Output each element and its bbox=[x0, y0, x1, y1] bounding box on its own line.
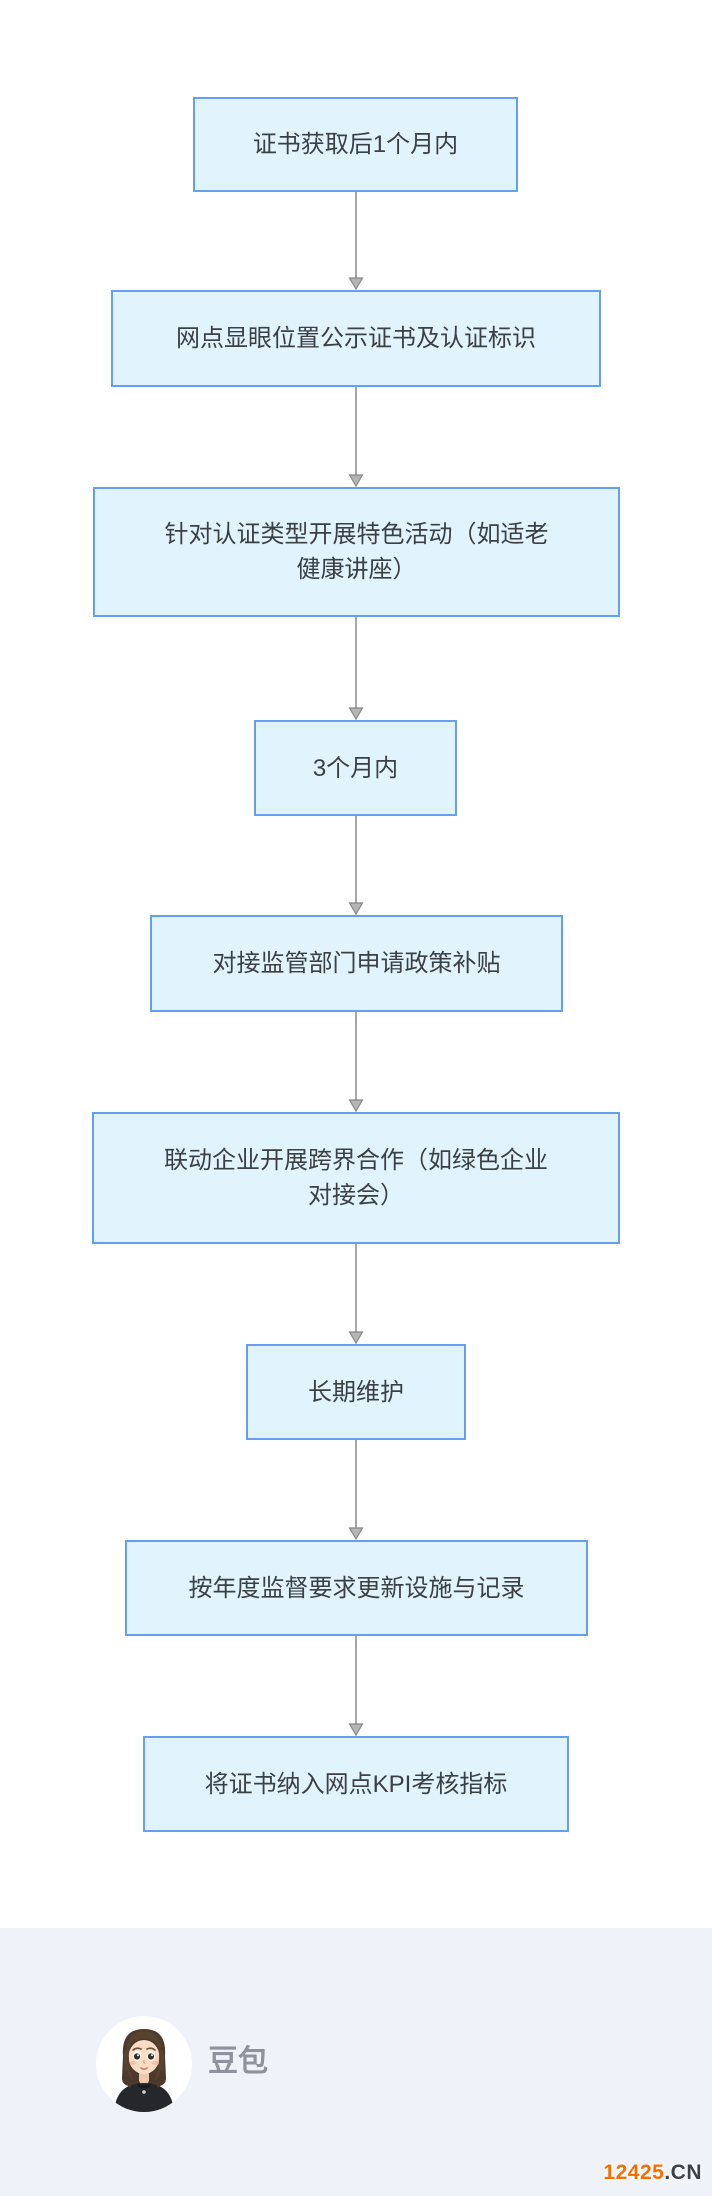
assistant-avatar bbox=[96, 2016, 192, 2112]
assistant-name: 豆包 bbox=[208, 2045, 268, 2078]
flow-node-label: 对接会） bbox=[308, 1182, 404, 1209]
flow-node-label: 证书获取后1个月内 bbox=[252, 131, 459, 158]
flow-node-label: 联动企业开展跨界合作（如绿色企业 bbox=[164, 1147, 548, 1174]
flow-node-5: 对接监管部门申请政策补贴 bbox=[150, 915, 563, 1012]
doubao-girl-avatar-icon bbox=[114, 2029, 174, 2112]
flow-node-label: 长期维护 bbox=[308, 1378, 404, 1406]
arrow-head-icon bbox=[348, 1099, 364, 1112]
watermark: 12425.CN bbox=[603, 2161, 702, 2185]
arrow-shaft bbox=[355, 387, 357, 477]
flow-node-7: 长期维护 bbox=[246, 1344, 466, 1440]
flow-node-label: 健康讲座） bbox=[296, 556, 417, 583]
arrow-head-icon bbox=[348, 1527, 364, 1540]
watermark-suffix: .CN bbox=[664, 2161, 702, 2184]
arrow-head-icon bbox=[348, 902, 364, 915]
arrow-head-icon bbox=[348, 1331, 364, 1344]
arrow-shaft bbox=[355, 192, 357, 280]
flow-arrow bbox=[347, 1244, 365, 1344]
flow-node-label: 针对认证类型开展特色活动（如适老 bbox=[164, 521, 549, 548]
arrow-head-icon bbox=[348, 474, 364, 487]
flow-arrow bbox=[347, 192, 365, 290]
arrow-shaft bbox=[355, 1440, 357, 1530]
flow-arrow bbox=[347, 1636, 365, 1736]
flow-arrow bbox=[347, 1012, 365, 1112]
flow-node-4: 3个月内 bbox=[254, 720, 457, 816]
flow-node-label: 3个月内 bbox=[312, 754, 399, 782]
flow-arrow bbox=[347, 816, 365, 915]
arrow-head-icon bbox=[348, 1723, 364, 1736]
arrow-head-icon bbox=[348, 707, 364, 720]
flow-node-6: 联动企业开展跨界合作（如绿色企业 对接会） bbox=[92, 1112, 620, 1244]
arrow-shaft bbox=[355, 816, 357, 905]
flow-node-label: 对接监管部门申请政策补贴 bbox=[212, 950, 501, 977]
flow-node-1: 证书获取后1个月内 bbox=[193, 97, 518, 192]
flow-node-label: 网点显眼位置公示证书及认证标识 bbox=[176, 325, 536, 352]
arrow-head-icon bbox=[348, 277, 364, 290]
flow-node-3: 针对认证类型开展特色活动（如适老 健康讲座） bbox=[93, 487, 620, 617]
flow-node-8: 按年度监督要求更新设施与记录 bbox=[125, 1540, 588, 1636]
arrow-shaft bbox=[355, 1244, 357, 1334]
flow-node-2: 网点显眼位置公示证书及认证标识 bbox=[111, 290, 601, 387]
flow-node-9: 将证书纳入网点KPI考核指标 bbox=[143, 1736, 569, 1832]
flow-arrow bbox=[347, 1440, 365, 1540]
arrow-shaft bbox=[355, 1636, 357, 1726]
arrow-shaft bbox=[355, 1012, 357, 1102]
watermark-primary: 12425 bbox=[603, 2161, 665, 2184]
arrow-shaft bbox=[355, 617, 357, 710]
flow-arrow bbox=[347, 617, 365, 720]
flow-node-label: 将证书纳入网点KPI考核指标 bbox=[204, 1770, 508, 1798]
flow-arrow bbox=[347, 387, 365, 487]
flow-node-label: 按年度监督要求更新设施与记录 bbox=[188, 1574, 525, 1602]
